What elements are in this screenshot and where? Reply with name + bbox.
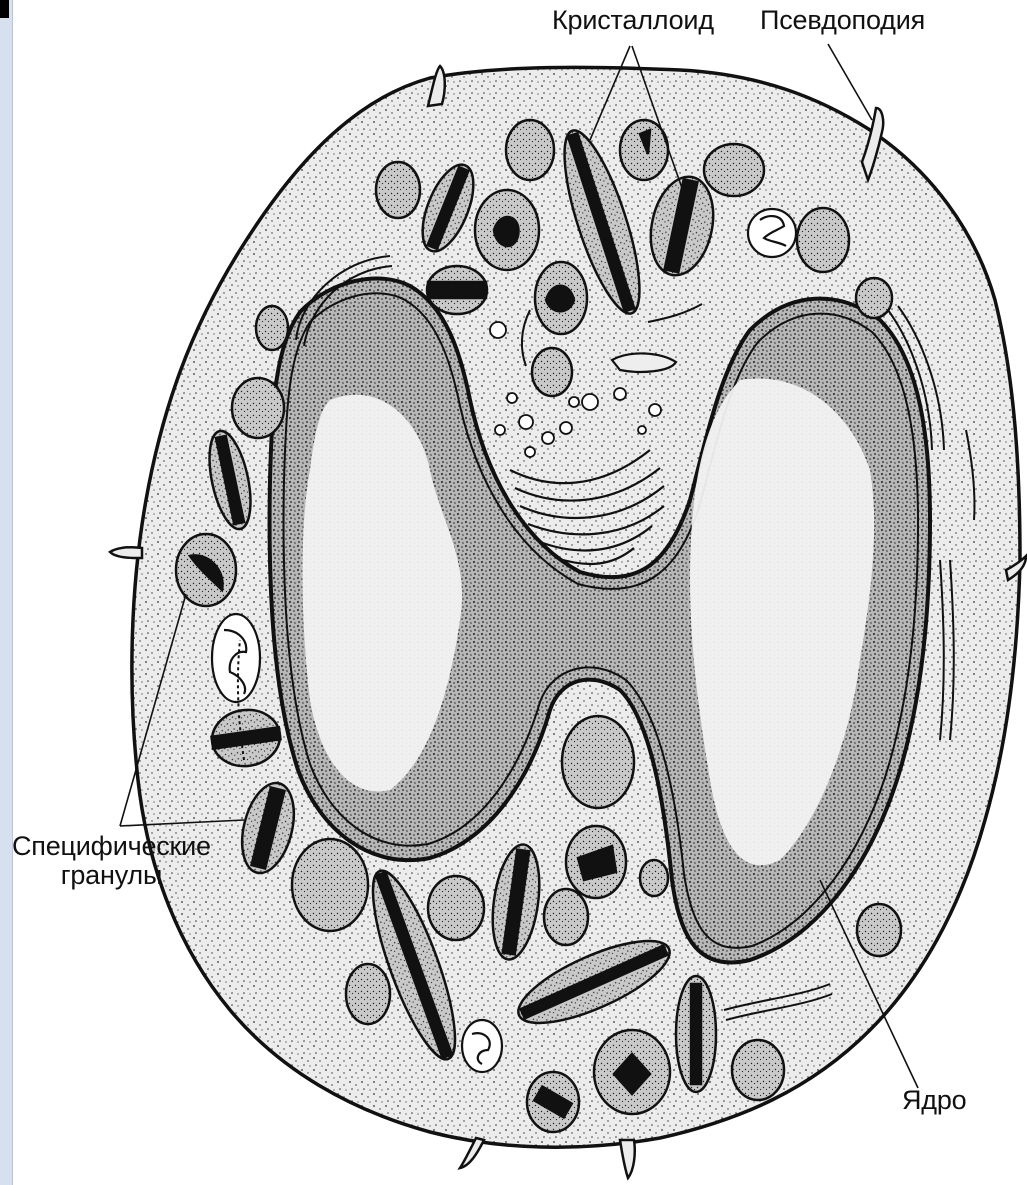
pseudopodium-left bbox=[110, 547, 142, 558]
pseudopodium-bottom bbox=[620, 1140, 635, 1178]
label-nucleus: Ядро bbox=[902, 1086, 967, 1115]
label-specific-granules: Специфические гранулы bbox=[12, 832, 211, 890]
label-pseudopodia: Псевдоподия bbox=[760, 6, 925, 35]
pseudopodium-bottom-left bbox=[460, 1138, 484, 1168]
label-specific-granules-line2: гранулы bbox=[12, 861, 211, 890]
label-kristalloid: Кристаллоид bbox=[552, 6, 714, 35]
label-specific-granules-line1: Специфические bbox=[12, 832, 211, 861]
